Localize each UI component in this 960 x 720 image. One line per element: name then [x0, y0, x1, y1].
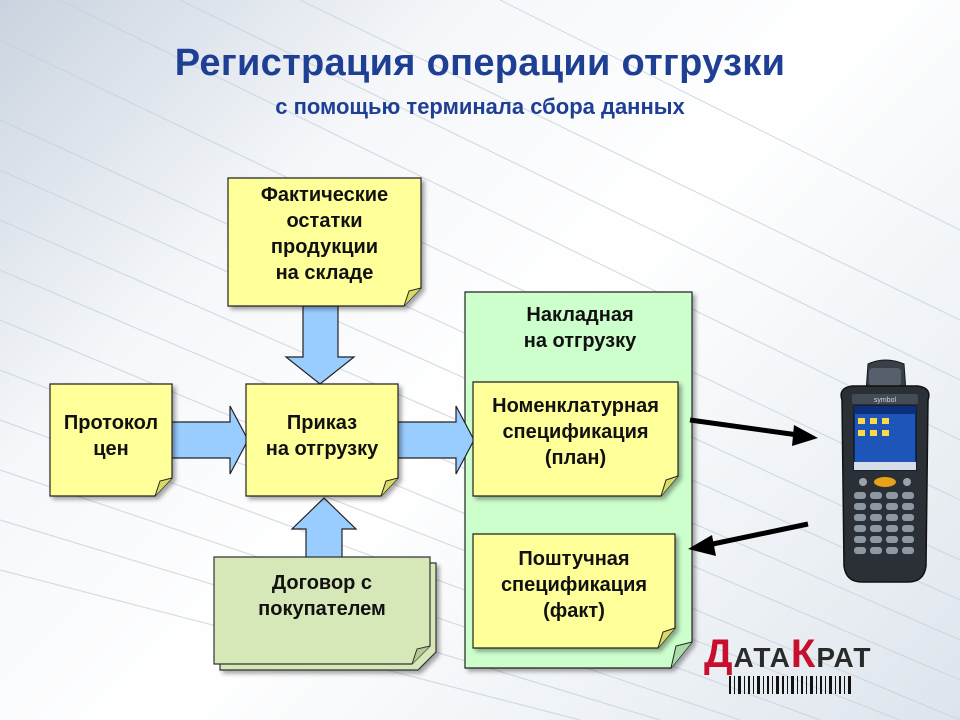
arrow-order-to-invoice — [397, 405, 475, 475]
logo-letter-2: К — [790, 632, 817, 676]
company-logo: ДАТАКРАТ — [704, 632, 884, 677]
logo-letter-1: Д — [704, 632, 734, 676]
note-fact-fold — [657, 627, 676, 649]
logo-barcode — [729, 676, 851, 694]
arrow-terminal-to-fact — [688, 521, 809, 556]
logo-part-2: РАТ — [816, 642, 872, 673]
label-plan: Номенклатурная спецификация (план) — [492, 395, 659, 469]
note-facts-fold — [403, 287, 422, 307]
label-invoice: Накладная на отгрузку — [523, 304, 637, 352]
note-order-fold — [380, 477, 399, 497]
note-contract-fold — [411, 645, 431, 665]
label-fact: Поштучная спецификация (факт) — [500, 548, 648, 622]
page-title: Регистрация операции отгрузки — [174, 42, 786, 84]
data-terminal-image: symbol — [840, 359, 930, 583]
invoice-panel-fold — [670, 641, 693, 669]
arrow-protocol-to-order — [169, 405, 249, 475]
note-plan-fold — [660, 475, 679, 497]
note-protocol-fold — [154, 477, 173, 497]
label-facts: Фактические остатки продукции на складе — [260, 184, 389, 284]
arrow-contract-to-order — [290, 497, 358, 560]
arrow-plan-to-terminal — [689, 417, 818, 446]
device-brand-label: symbol — [874, 397, 897, 404]
page-subtitle: с помощью терминала сбора данных — [275, 94, 685, 119]
label-protocol: Протокол цен — [63, 412, 159, 460]
arrow-facts-to-order — [284, 305, 356, 385]
logo-part-1: АТА — [733, 642, 791, 673]
label-order: Приказ на отгрузку — [265, 412, 379, 460]
label-contract: Договор с покупателем — [258, 572, 386, 620]
